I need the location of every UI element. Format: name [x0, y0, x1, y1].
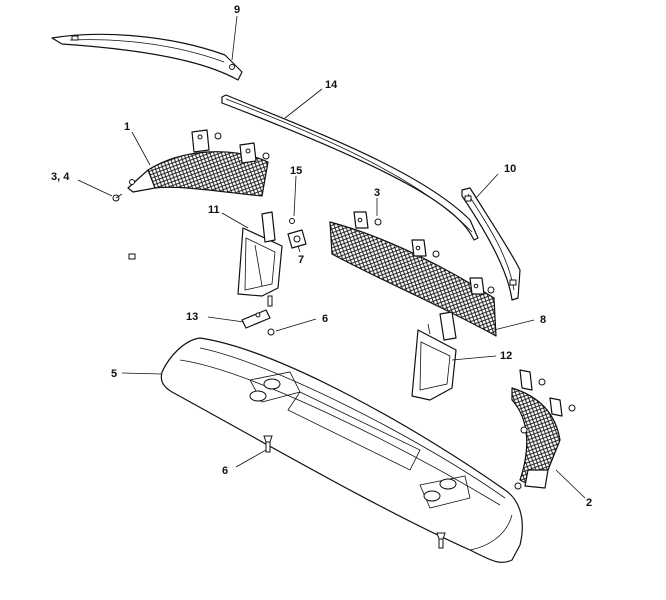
part-14-moulding [221, 94, 479, 241]
part-9-trim-strip [51, 33, 243, 81]
part-11-bracket [237, 211, 283, 307]
callout-9: 9 [234, 4, 240, 16]
part-1-left-grille [127, 129, 270, 197]
callout-12: 12 [500, 350, 512, 362]
part-8-centre-grille [329, 211, 497, 337]
callout-3: 3 [374, 187, 380, 199]
part-10-side-trim [461, 187, 521, 301]
callout-14: 14 [325, 79, 338, 91]
part-7-clip [287, 229, 307, 249]
callout-5: 5 [111, 368, 117, 380]
callout-3-4: 3, 4 [51, 171, 70, 183]
callout-7: 7 [298, 254, 304, 266]
screw-3-4-left [112, 193, 123, 202]
callout-6-bottom: 6 [222, 465, 228, 477]
part-5-bumper [160, 337, 523, 563]
loose-clip [128, 253, 136, 260]
callout-15: 15 [290, 165, 302, 177]
leader-lines [77, 15, 586, 499]
callout-13: 13 [186, 311, 198, 323]
callout-6-middle: 6 [322, 313, 328, 325]
screw-bottom-right [436, 532, 446, 549]
callout-1: 1 [124, 121, 130, 133]
screw-6-bottom [263, 435, 273, 453]
part-2-right-grille [511, 369, 576, 490]
callout-11: 11 [208, 204, 220, 216]
callout-2: 2 [586, 497, 592, 509]
part-15-bolt [289, 218, 295, 224]
part-12-bracket [411, 311, 457, 401]
screw-6-middle [267, 328, 275, 336]
callout-8: 8 [540, 314, 546, 326]
callout-10: 10 [504, 163, 516, 175]
part-13-small-bracket [241, 309, 271, 329]
